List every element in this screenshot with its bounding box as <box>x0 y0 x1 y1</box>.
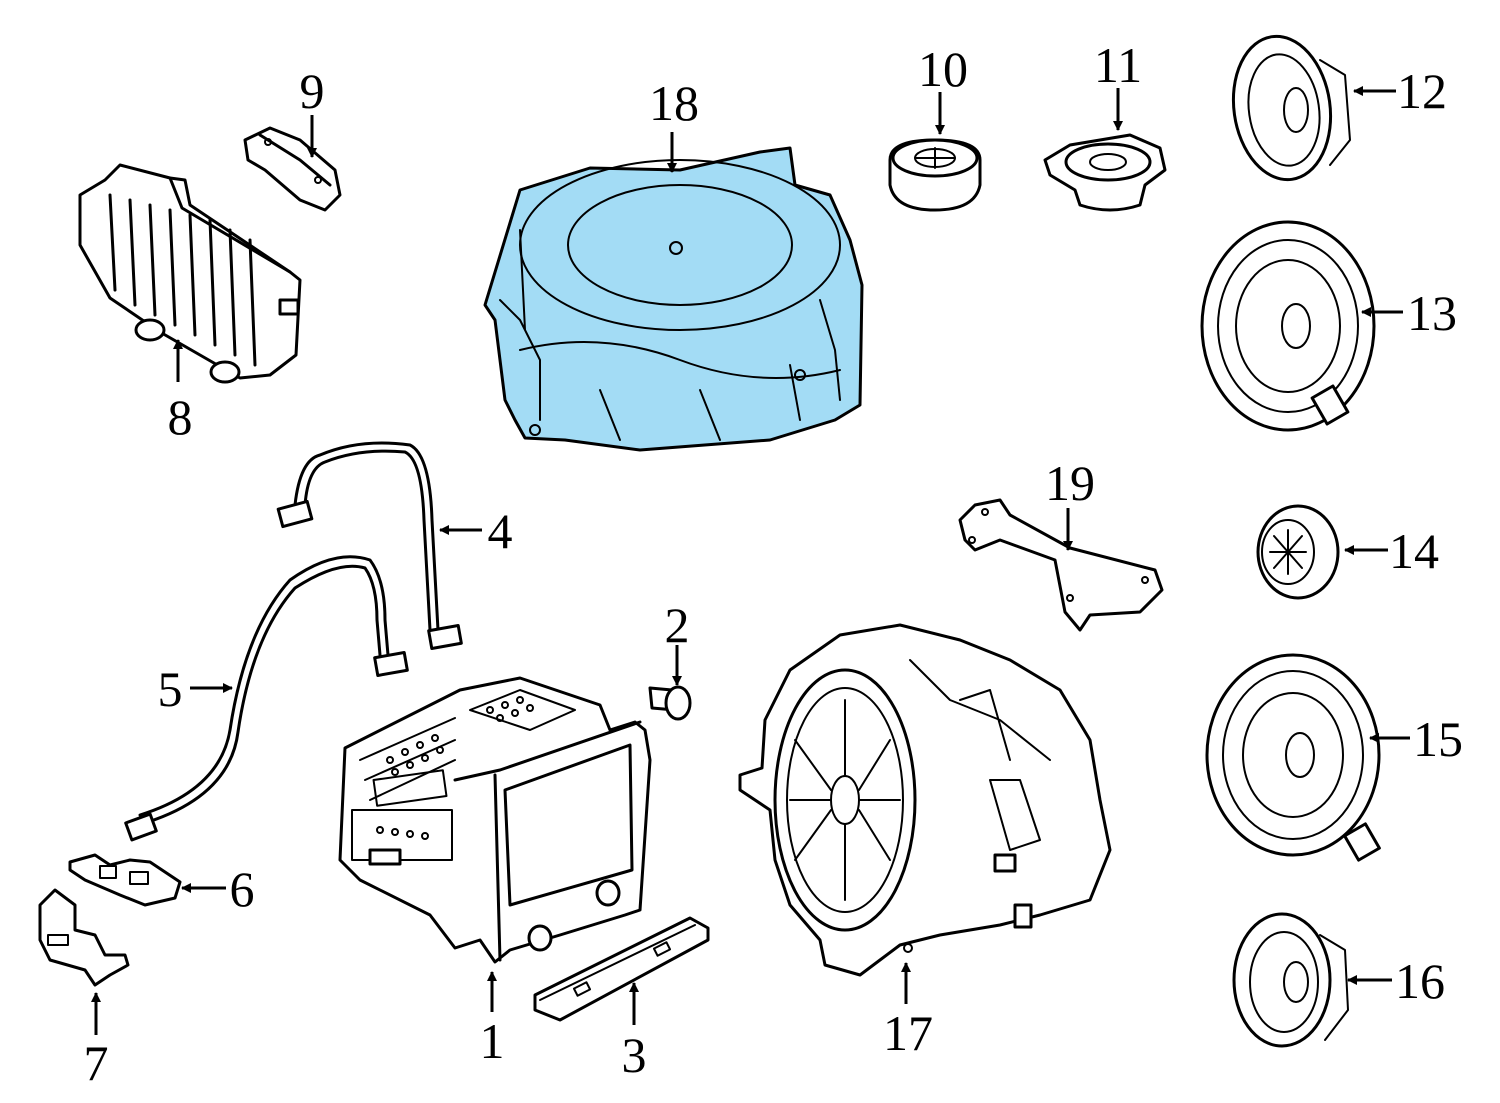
part-15-speaker[interactable] <box>1205 653 1381 862</box>
part-9-bracket[interactable] <box>243 126 342 212</box>
part-12-speaker[interactable] <box>1224 30 1351 186</box>
part-7-bracket[interactable] <box>38 888 130 987</box>
callout-9: 9 <box>300 63 325 119</box>
callout-13: 13 <box>1407 285 1457 341</box>
part-17-enclosure[interactable] <box>738 623 1112 977</box>
callout-12: 12 <box>1397 63 1447 119</box>
callout-17: 17 <box>883 1005 933 1061</box>
callout-8: 8 <box>168 389 193 445</box>
callout-16: 16 <box>1395 953 1445 1009</box>
subwoofer-body <box>483 146 864 452</box>
callout-labels: 1 2 3 4 5 6 7 8 9 10 11 12 13 14 15 16 1… <box>84 37 1464 1091</box>
callout-5: 5 <box>158 661 183 717</box>
callout-7: 7 <box>84 1035 109 1091</box>
callout-11: 11 <box>1094 37 1142 93</box>
part-13-speaker[interactable] <box>1200 220 1376 432</box>
part-16-speaker[interactable] <box>1232 912 1349 1048</box>
callout-2: 2 <box>665 597 690 653</box>
part-1-head-unit[interactable] <box>338 676 652 964</box>
leader-arrows <box>91 86 1410 1035</box>
part-5-cable[interactable] <box>124 555 409 842</box>
part-11-tweeter[interactable] <box>1043 133 1167 212</box>
callout-6: 6 <box>230 861 255 917</box>
callout-14: 14 <box>1389 523 1439 579</box>
callout-18: 18 <box>649 75 699 131</box>
part-19-bracket[interactable] <box>958 498 1164 632</box>
part-4-cable[interactable] <box>276 441 463 650</box>
part-6-clip[interactable] <box>68 853 182 907</box>
part-2-bolt[interactable] <box>648 685 692 721</box>
callout-15: 15 <box>1413 711 1463 767</box>
callout-10: 10 <box>918 41 968 97</box>
callout-4: 4 <box>488 503 513 559</box>
part-10-tweeter[interactable] <box>888 138 982 212</box>
callout-19: 19 <box>1045 455 1095 511</box>
part-14-tweeter[interactable] <box>1256 504 1340 600</box>
part-3-trim[interactable] <box>533 916 710 1022</box>
part-18-subwoofer[interactable] <box>483 146 864 452</box>
callout-3: 3 <box>622 1027 647 1083</box>
callout-1: 1 <box>480 1013 505 1069</box>
part-8-amplifier[interactable] <box>78 163 302 384</box>
